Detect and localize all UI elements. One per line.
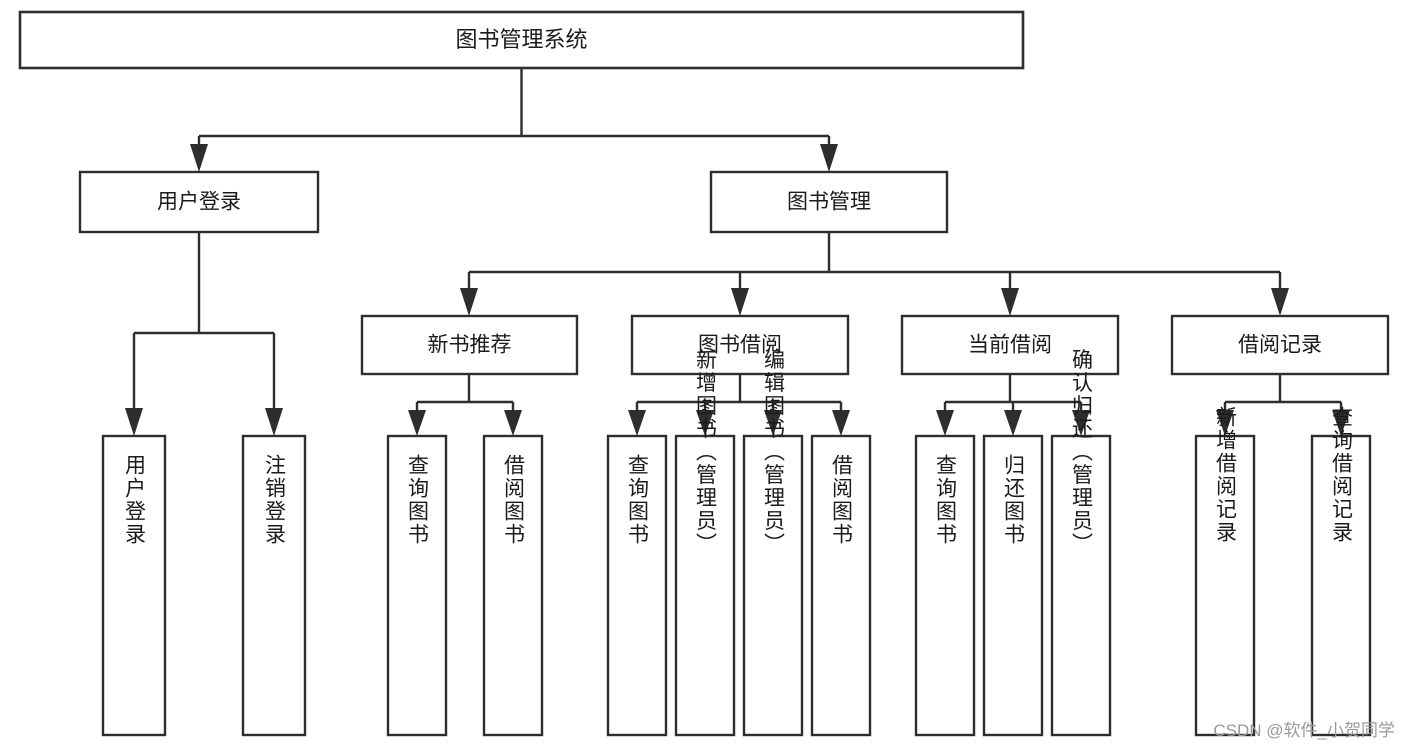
leaf-node-user-logout[interactable]: 注销登录 xyxy=(241,434,307,737)
leaf-node-add-book[interactable]: 新增图书（管理员） xyxy=(674,349,736,737)
leaf-edit-book-rect[interactable] xyxy=(742,434,804,737)
node-borrow-record-rect[interactable] xyxy=(1170,314,1390,376)
leaf-query-book-2-label: 查询图书 xyxy=(626,454,650,546)
leaf-query-record-rect[interactable] xyxy=(1310,434,1372,737)
node-new-book-recommend[interactable]: 新书推荐 xyxy=(360,314,579,376)
arrow-head-new-book-recommend xyxy=(460,288,478,316)
arrow-head-leaf-return-book xyxy=(1004,410,1022,436)
arrow-head-leaf-user-logout xyxy=(265,408,283,436)
arrow-head-current-borrow xyxy=(1001,288,1019,316)
leaf-node-borrow-book-1[interactable]: 借阅图书 xyxy=(482,434,544,737)
arrow-head-leaf-query-record xyxy=(1332,410,1350,436)
arrow-head-leaf-user-login xyxy=(125,408,143,436)
leaf-node-query-book-2[interactable]: 查询图书 xyxy=(606,434,668,737)
leaf-query-book-2-rect[interactable] xyxy=(606,434,668,737)
leaf-query-book-1-rect[interactable] xyxy=(386,434,448,737)
leaf-add-record-rect[interactable] xyxy=(1194,434,1256,737)
node-book-borrow-rect[interactable] xyxy=(630,314,850,376)
arrow-head-leaf-edit-book xyxy=(764,410,782,436)
node-new-book-recommend-label: 新书推荐 xyxy=(428,334,512,357)
leaf-node-query-book-1[interactable]: 查询图书 xyxy=(386,434,448,737)
arrow-head-leaf-add-record xyxy=(1216,410,1234,436)
node-book-borrow-label: 图书借阅 xyxy=(698,334,782,357)
node-current-borrow[interactable]: 当前借阅 xyxy=(900,314,1120,376)
node-book-borrow[interactable]: 图书借阅 xyxy=(630,314,850,376)
leaf-query-book-3-label: 查询图书 xyxy=(934,454,958,546)
node-root[interactable]: 图书管理系统 xyxy=(18,10,1025,70)
leaf-edit-book-label: 编辑图书（管理员） xyxy=(762,349,786,556)
connector-group-current-borrow xyxy=(936,374,1090,436)
node-current-borrow-rect[interactable] xyxy=(900,314,1120,376)
leaf-node-query-book-3[interactable]: 查询图书 xyxy=(914,434,976,737)
node-root-rect[interactable] xyxy=(18,10,1025,70)
arrow-head-leaf-add-book xyxy=(696,410,714,436)
leaf-node-query-record[interactable]: 查询借阅记录 xyxy=(1310,406,1372,737)
node-book-manage[interactable]: 图书管理 xyxy=(709,170,949,234)
leaf-borrow-book-2-rect[interactable] xyxy=(810,434,872,737)
leaf-user-login-label: 用户登录 xyxy=(123,454,147,546)
leaf-add-book-rect[interactable] xyxy=(674,434,736,737)
leaf-query-record-label: 查询借阅记录 xyxy=(1330,406,1354,544)
connector-group-borrow-record xyxy=(1216,374,1350,436)
leaf-query-book-3-rect[interactable] xyxy=(914,434,976,737)
leaf-user-login-rect[interactable] xyxy=(101,434,167,737)
arrow-head-leaf-query-book-2 xyxy=(628,410,646,436)
node-borrow-record[interactable]: 借阅记录 xyxy=(1170,314,1390,376)
leaf-confirm-return-label: 确认归还（管理员） xyxy=(1070,349,1094,556)
leaf-node-user-login[interactable]: 用户登录 xyxy=(101,434,167,737)
connector-group-root xyxy=(190,68,838,172)
arrow-head-user-login xyxy=(190,144,208,172)
connector-group-book-borrow xyxy=(628,374,850,436)
arrow-head-leaf-borrow-book-2 xyxy=(832,410,850,436)
leaf-borrow-book-1-label: 借阅图书 xyxy=(502,454,526,546)
leaf-add-record-label: 新增借阅记录 xyxy=(1214,406,1238,544)
arrow-head-leaf-query-book-1 xyxy=(408,410,426,436)
leaf-confirm-return-rect[interactable] xyxy=(1050,434,1112,737)
node-root-label: 图书管理系统 xyxy=(455,27,587,52)
connector-group-book-manage xyxy=(460,232,1289,316)
leaf-borrow-book-1-rect[interactable] xyxy=(482,434,544,737)
arrow-head-leaf-borrow-book-1 xyxy=(504,410,522,436)
arrow-head-book-borrow xyxy=(731,288,749,316)
leaf-node-edit-book[interactable]: 编辑图书（管理员） xyxy=(742,349,804,737)
leaf-add-book-label: 新增图书（管理员） xyxy=(694,349,718,556)
node-current-borrow-label: 当前借阅 xyxy=(968,334,1052,357)
node-user-login[interactable]: 用户登录 xyxy=(78,170,320,234)
node-user-login-label: 用户登录 xyxy=(157,191,241,214)
leaf-return-book-label: 归还图书 xyxy=(1002,454,1026,546)
arrow-head-book-manage xyxy=(820,144,838,172)
node-user-login-rect[interactable] xyxy=(78,170,320,234)
csdn-watermark: CSDN @软件_小贺同学 xyxy=(1213,721,1395,740)
leaf-borrow-book-2-label: 借阅图书 xyxy=(830,454,854,546)
leaf-node-return-book[interactable]: 归还图书 xyxy=(982,434,1044,737)
leaf-node-borrow-book-2[interactable]: 借阅图书 xyxy=(810,434,872,737)
arrow-head-leaf-query-book-3 xyxy=(936,410,954,436)
leaf-node-add-record[interactable]: 新增借阅记录 xyxy=(1194,406,1256,737)
leaf-user-logout-label: 注销登录 xyxy=(263,454,287,546)
node-new-book-recommend-rect[interactable] xyxy=(360,314,579,376)
leaf-return-book-rect[interactable] xyxy=(982,434,1044,737)
arrow-head-leaf-confirm-return xyxy=(1072,410,1090,436)
node-book-manage-rect[interactable] xyxy=(709,170,949,234)
connector-group-user-login xyxy=(125,232,283,436)
leaf-node-confirm-return[interactable]: 确认归还（管理员） xyxy=(1050,349,1112,737)
leaf-query-book-1-label: 查询图书 xyxy=(406,454,430,546)
node-book-manage-label: 图书管理 xyxy=(787,191,871,214)
connector-group-new-book-recommend xyxy=(408,374,522,436)
leaf-user-logout-rect[interactable] xyxy=(241,434,307,737)
arrow-head-borrow-record xyxy=(1271,288,1289,316)
node-borrow-record-label: 借阅记录 xyxy=(1238,334,1322,357)
